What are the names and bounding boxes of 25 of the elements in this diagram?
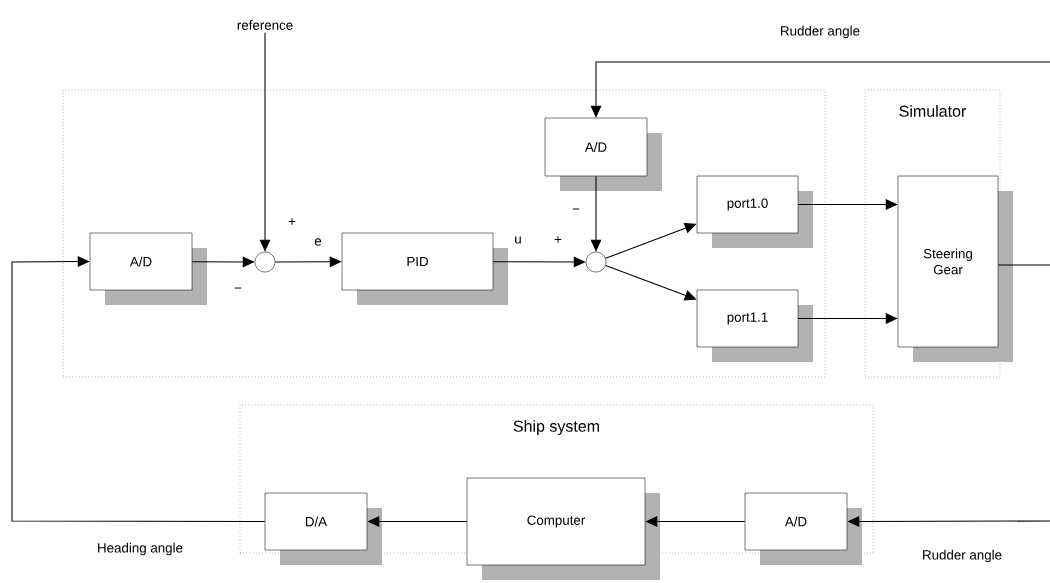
block-box: D/A xyxy=(264,492,382,565)
edge-label: Rudder angle xyxy=(920,548,1004,564)
edge-label: u xyxy=(512,235,524,245)
block-box: A/D xyxy=(89,232,207,305)
summing-junction xyxy=(585,251,607,273)
block-box: port1.1 xyxy=(696,289,813,362)
signal-label: reference xyxy=(237,20,293,30)
edge-label: Heading angle xyxy=(95,541,185,557)
sign-label: + xyxy=(554,236,562,243)
arrow xyxy=(605,265,697,301)
block-box: PID xyxy=(341,232,508,305)
block-box: Steering Gear xyxy=(897,175,1013,362)
block-box: port1.0 xyxy=(696,175,813,248)
arrow xyxy=(605,222,697,259)
sign-label: − xyxy=(572,208,580,210)
edge-label: e xyxy=(312,237,324,247)
block-box: A/D xyxy=(544,117,662,191)
arrow xyxy=(11,256,266,523)
edge-label: Rudder angle xyxy=(778,24,862,40)
sign-label: − xyxy=(234,287,242,289)
sign-label: + xyxy=(288,218,296,225)
block-box: Computer xyxy=(466,477,660,580)
summing-junction xyxy=(254,251,276,273)
group-frame xyxy=(62,89,826,378)
block-box: A/D xyxy=(744,492,862,565)
